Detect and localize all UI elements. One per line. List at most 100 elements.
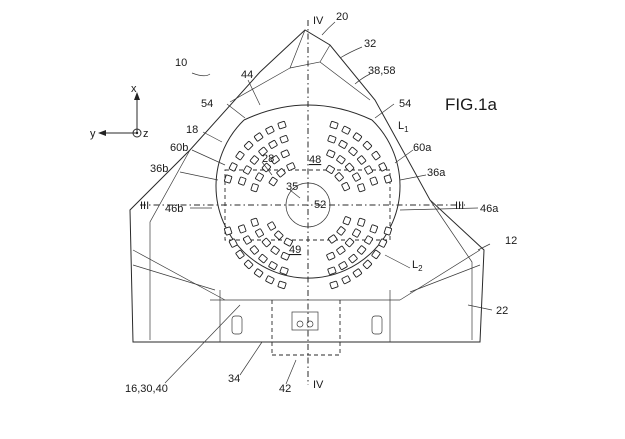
label-28: 28	[262, 153, 274, 165]
seat	[277, 120, 287, 130]
label-l2: L2	[412, 259, 423, 273]
label-32: 32	[364, 38, 376, 50]
seat	[267, 221, 277, 231]
seat	[242, 165, 252, 175]
seat	[235, 150, 245, 161]
seat	[223, 174, 233, 184]
seat	[243, 140, 254, 151]
label-22: 22	[496, 305, 508, 317]
airframe-outline	[129, 29, 485, 356]
seat	[279, 266, 289, 275]
seat	[270, 245, 280, 255]
seat	[329, 280, 339, 290]
seat	[268, 261, 278, 271]
label-12: 12	[505, 235, 517, 247]
seat	[348, 146, 358, 156]
label-20: 20	[336, 11, 348, 23]
seat	[228, 238, 238, 248]
section-iv-bottom: IV	[313, 379, 324, 391]
seat	[249, 155, 259, 165]
axis-z-label: z	[143, 128, 149, 140]
seat	[328, 234, 338, 244]
seat	[352, 268, 363, 278]
label-44: 44	[241, 69, 253, 81]
seat	[268, 139, 278, 149]
label-52: 52	[314, 199, 326, 211]
label-36a: 36a	[427, 167, 446, 179]
seat	[352, 132, 363, 142]
section-iii-left: III	[140, 200, 149, 212]
seat	[223, 226, 233, 236]
seat	[336, 155, 346, 165]
section-iv-top: IV	[313, 15, 324, 27]
label-46b: 46b	[165, 203, 183, 215]
seat	[326, 251, 336, 261]
seat	[258, 254, 268, 264]
label-36b: 36b	[150, 163, 168, 175]
seat	[258, 146, 268, 156]
axis-x-label: x	[131, 83, 137, 95]
seat	[341, 125, 351, 135]
seat	[364, 235, 374, 245]
figure-title: FIG.1a	[445, 95, 498, 114]
seat	[250, 183, 259, 193]
reference-labels: FIG.1a IV IV III III 10 20 32 38,58 44 5…	[125, 11, 517, 395]
seat	[352, 228, 361, 238]
seat	[255, 172, 264, 182]
label-60b: 60b	[170, 142, 188, 154]
seat	[341, 182, 351, 192]
seat	[383, 174, 393, 184]
seat	[253, 132, 264, 142]
seat	[243, 259, 254, 270]
seat	[327, 135, 337, 144]
label-18: 18	[186, 124, 198, 136]
axis-y-label: y	[90, 128, 96, 140]
axes-symbol: x y z	[90, 83, 149, 140]
seat	[283, 237, 293, 247]
seat	[344, 162, 355, 173]
seat	[329, 120, 339, 130]
seat	[228, 162, 238, 172]
seat	[369, 224, 378, 234]
label-60a: 60a	[413, 142, 432, 154]
seat	[334, 172, 344, 182]
seat	[238, 224, 247, 234]
label-54-left: 54	[201, 98, 213, 110]
seat	[238, 176, 247, 186]
seat	[378, 238, 388, 248]
seat	[242, 235, 252, 245]
seat	[344, 237, 355, 248]
label-l1: L1	[398, 120, 409, 134]
section-lines	[140, 20, 465, 385]
seat	[265, 275, 275, 285]
seat	[338, 139, 348, 149]
seat	[371, 249, 381, 260]
seat	[286, 162, 296, 171]
seat	[336, 245, 346, 255]
seat	[279, 135, 289, 144]
seat	[357, 217, 366, 227]
label-48: 48	[309, 154, 321, 166]
seat	[274, 230, 284, 240]
seat	[341, 275, 351, 285]
seat	[364, 165, 374, 175]
seat	[268, 176, 278, 187]
seat	[261, 237, 272, 248]
seat	[357, 245, 367, 255]
seat	[326, 149, 336, 159]
seat	[250, 217, 259, 227]
seat	[276, 168, 286, 178]
seat	[277, 280, 287, 290]
label-46a: 46a	[480, 203, 499, 215]
seat	[325, 164, 335, 174]
seat	[357, 155, 367, 165]
label-16-30-40: 16,30,40	[125, 383, 168, 395]
label-35: 35	[286, 181, 298, 193]
seat	[338, 261, 348, 271]
seat	[255, 228, 264, 238]
seat	[362, 140, 373, 151]
label-49: 49	[289, 244, 301, 256]
seat	[362, 259, 373, 270]
seat	[378, 162, 388, 172]
